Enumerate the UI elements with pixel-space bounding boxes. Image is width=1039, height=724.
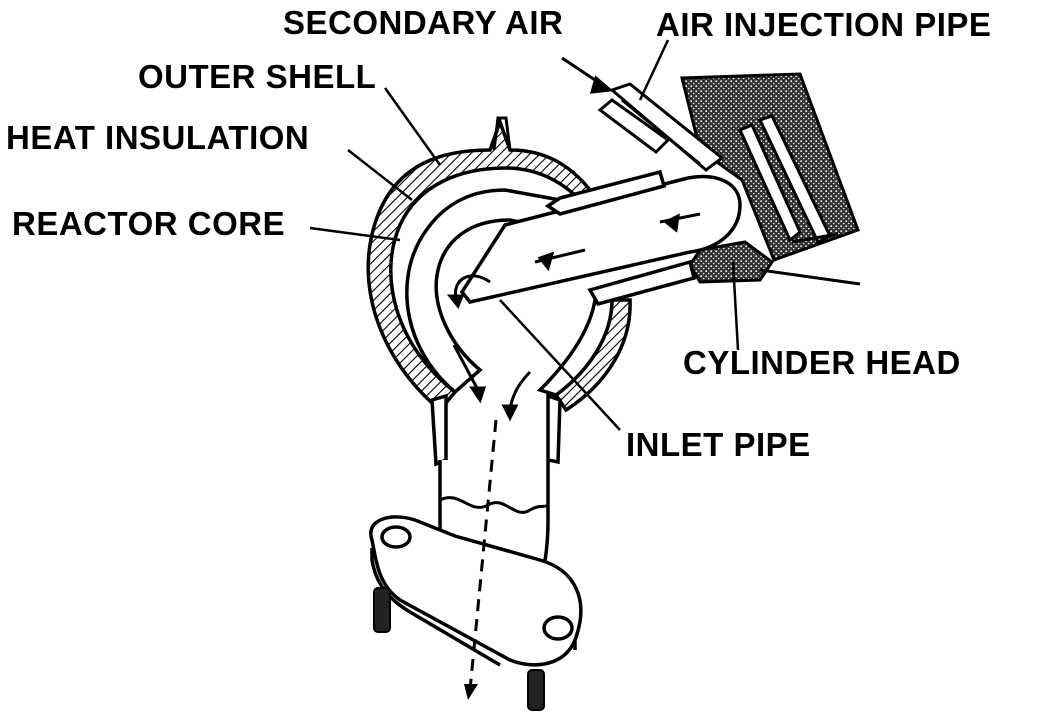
valve-detail xyxy=(737,114,839,245)
inlet-pipe xyxy=(459,169,742,307)
label-reactor-core: REACTOR CORE xyxy=(12,205,286,242)
label-cylinder-head: CYLINDER HEAD xyxy=(683,344,961,381)
label-heat-insulation: HEAT INSULATION xyxy=(6,119,310,156)
flow-arrows xyxy=(446,56,701,700)
air-injection-pipe xyxy=(597,82,725,172)
label-air-injection-pipe: AIR INJECTION PIPE xyxy=(656,6,992,43)
label-inlet-pipe: INLET PIPE xyxy=(626,426,811,463)
leader-lines xyxy=(309,39,740,431)
label-outer-shell: OUTER SHELL xyxy=(138,58,377,95)
flange-studs xyxy=(373,587,545,711)
label-secondary-air: SECONDARY AIR xyxy=(283,4,564,41)
